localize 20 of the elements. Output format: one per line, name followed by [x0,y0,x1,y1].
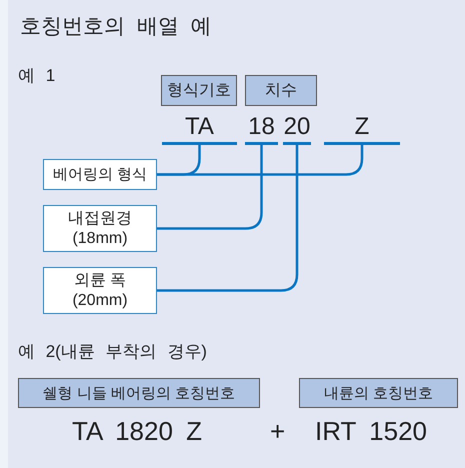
title: 호칭번호의 배열 예 [20,14,212,40]
type-code-header: 형식기호 [161,75,237,106]
example-heading: 예 2(내륜 부착의 경우) [18,341,207,363]
code-segment: TA [162,112,237,145]
leader-line [157,145,263,230]
plus-sign: + [270,416,286,447]
dimension-header: 치수 [245,75,317,106]
callout-box: 외륜 폭 (20mm) [43,267,157,314]
callout-box: 내접원경 (18mm) [43,205,157,252]
callout-box: 베어링의 형식 [43,159,157,190]
leader-line [157,145,298,292]
designation-code: IRT 1520 [315,416,428,447]
example-heading: 예 1 [18,65,56,87]
designation-header: 쉘형 니들 베어링의 호칭번호 [18,378,260,408]
code-segment: Z [324,112,400,145]
designation-header: 내륜의 호칭번호 [299,378,458,408]
leader-line [157,145,364,176]
code-segment: 20 [283,112,311,145]
designation-code: TA 1820 Z [72,416,202,447]
code-segment: 18 [245,112,278,145]
